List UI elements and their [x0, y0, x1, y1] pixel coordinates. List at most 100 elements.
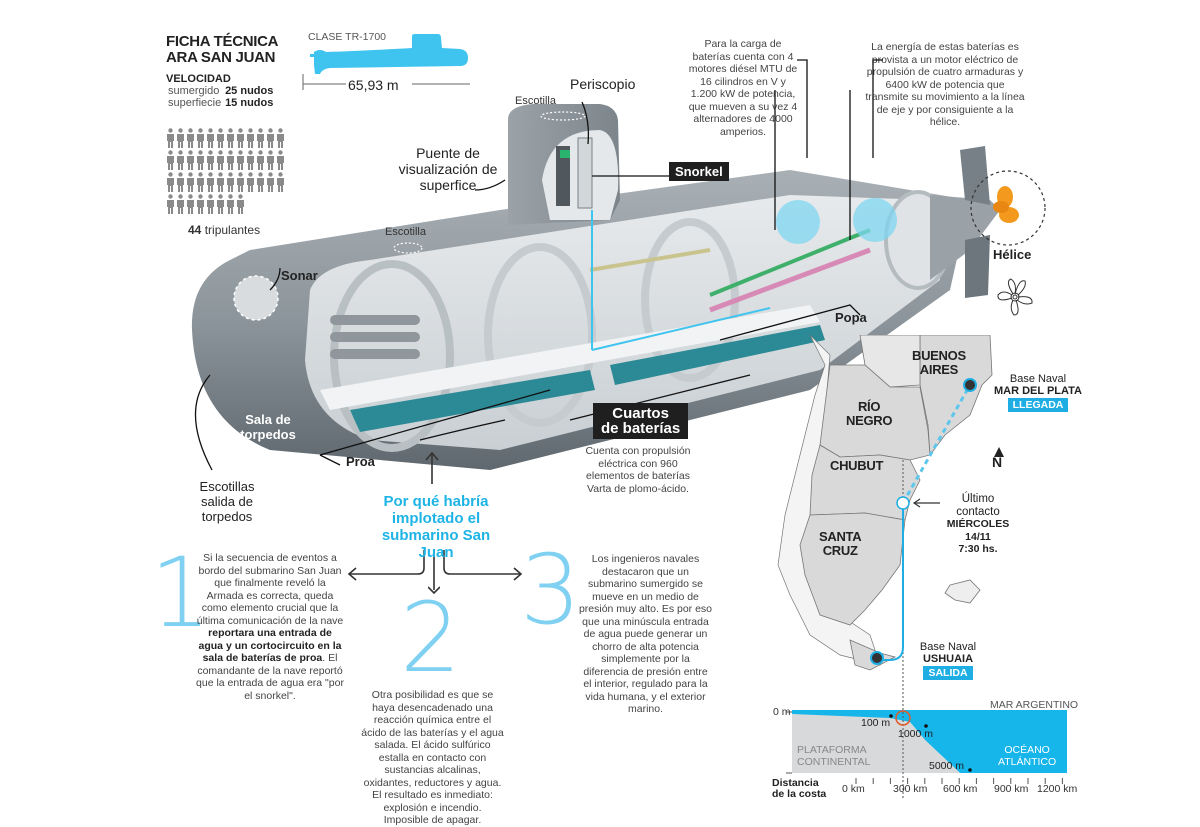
person-icon [207, 172, 214, 192]
map-label-santa-cruz: SANTA CRUZ [819, 529, 862, 558]
map-label-santa-cruz-1: SANTA [819, 529, 862, 544]
person-icon [277, 150, 284, 170]
label-cuartos-baterias-line1: Cuartos [612, 405, 669, 422]
last-contact-label: Último contacto MIÉRCOLES 14/11 7:30 hs. [938, 493, 1018, 556]
person-icon [197, 128, 204, 148]
origin-line1: Base Naval [919, 641, 977, 653]
shelf-label-1: PLATAFORMA [797, 744, 867, 756]
destination-label: Base Naval MAR DEL PLATA LLEGADA [990, 373, 1086, 412]
person-icon [277, 128, 284, 148]
x-tick-1200: 1200 km [1037, 783, 1078, 795]
crew-row [166, 128, 286, 150]
hypothesis-3-text: Los ingenieros navales destacaron que un… [578, 553, 713, 715]
crew-row [166, 172, 286, 194]
label-helice: Hélice [993, 247, 1032, 262]
map-label-buenos-aires-1: BUENOS [912, 348, 966, 363]
label-puente: Puente de visualización de superfice [398, 145, 498, 193]
hypothesis-1-text-a: Si la secuencia de eventos a bordo del s… [196, 552, 344, 627]
person-icon [217, 194, 224, 214]
origin-point [870, 651, 884, 665]
label-sonar: Sonar [281, 268, 318, 283]
person-icon [237, 128, 244, 148]
map-label-rio-negro-1: RÍO [857, 399, 881, 414]
route-solid [880, 503, 904, 661]
province-chubut [809, 444, 921, 521]
depth-profile-chart [786, 700, 1067, 800]
person-icon [247, 150, 254, 170]
class-label: CLASE TR-1700 [308, 31, 387, 43]
person-icon [257, 128, 264, 148]
last-contact-point [896, 496, 910, 510]
person-icon [257, 172, 264, 192]
crew-row [166, 150, 286, 172]
depth-marker-1000: 1000 m [898, 728, 934, 740]
tech-sheet-title-2: ARA SAN JUAN [166, 49, 276, 66]
person-icon [247, 128, 254, 148]
destination-line2: MAR DEL PLATA [994, 385, 1082, 397]
submarine-cutaway-diagram [191, 90, 1046, 471]
last-contact-line1: Último [961, 493, 995, 505]
hatch-sail [540, 111, 586, 121]
person-icon [227, 172, 234, 192]
speed-value: 15 nudos [225, 97, 274, 109]
hypotheses-arrows [347, 451, 523, 590]
continental-shelf [792, 714, 960, 773]
sonar-highlight-circle [233, 275, 279, 321]
person-icon [267, 128, 274, 148]
person-icon [227, 150, 234, 170]
length-value: 65,93 m [348, 77, 399, 93]
distance-axis-label: Distancia de la costa [772, 778, 826, 800]
last-contact-depth-circle [895, 710, 911, 726]
diesel-engines-note: Para la carga de baterías cuenta con 4 m… [688, 38, 798, 138]
stern-cone [930, 195, 1000, 280]
electric-motor-note: La energía de estas baterías es provista… [865, 41, 1025, 128]
ocean-label-1: OCÉANO [1004, 744, 1050, 756]
label-escotilla-hull: Escotilla [385, 226, 426, 238]
map-label-santa-cruz-2: CRUZ [822, 543, 858, 558]
person-icon [237, 172, 244, 192]
map-label-rio-negro: RÍO NEGRO [846, 400, 892, 428]
person-icon [187, 128, 194, 148]
notes-leader-lines [797, 59, 883, 158]
person-icon [167, 150, 174, 170]
map-label-rio-negro-2: NEGRO [846, 413, 893, 428]
label-popa: Popa [835, 310, 867, 325]
hypothesis-1-text-bold: reportara una entrada de agua y un corto… [198, 627, 342, 664]
depth-marker-100: 100 m [861, 717, 891, 729]
hypothesis-3-number: 3 [520, 534, 582, 646]
crew-count-label: 44 tripulantes [188, 223, 260, 237]
person-icon [177, 194, 184, 214]
x-tick-600: 600 km [943, 783, 978, 795]
person-icon [247, 172, 254, 192]
person-icon [207, 194, 214, 214]
propeller-schematic-icon [997, 278, 1033, 316]
hypothesis-1-number: 1 [150, 537, 212, 649]
person-icon [187, 194, 194, 214]
destination-tag: LLEGADA [1007, 398, 1069, 412]
person-icon [217, 128, 224, 148]
origin-tag: SALIDA [923, 666, 973, 680]
sea-label: MAR ARGENTINO [990, 699, 1079, 711]
person-icon [217, 150, 224, 170]
province-santa-cruz [799, 512, 906, 626]
x-tick-300: 300 km [893, 783, 928, 795]
ocean-label: OCÉANO ATLÁNTICO [998, 744, 1056, 768]
x-tick-0: 0 km [842, 783, 865, 795]
person-icon [167, 194, 174, 214]
hypotheses-heading: Por qué habría implotado el submarino Sa… [381, 493, 491, 561]
province-rio-negro [819, 364, 931, 461]
person-icon [267, 172, 274, 192]
person-icon [197, 150, 204, 170]
province-la-pampa-north [859, 335, 921, 388]
arrow-down-icon [428, 586, 440, 595]
person-icon [227, 194, 234, 214]
origin-line2: USHUAIA [922, 653, 974, 665]
last-contact-line4: 7:30 hs. [958, 543, 998, 555]
propeller-highlight-circle [970, 170, 1046, 246]
crew-pictogram [166, 128, 286, 216]
hatch-hull [393, 242, 423, 254]
propeller [993, 186, 1019, 223]
route-dashed [901, 384, 972, 504]
hypothesis-2-number: 2 [400, 582, 462, 694]
person-icon [217, 172, 224, 192]
